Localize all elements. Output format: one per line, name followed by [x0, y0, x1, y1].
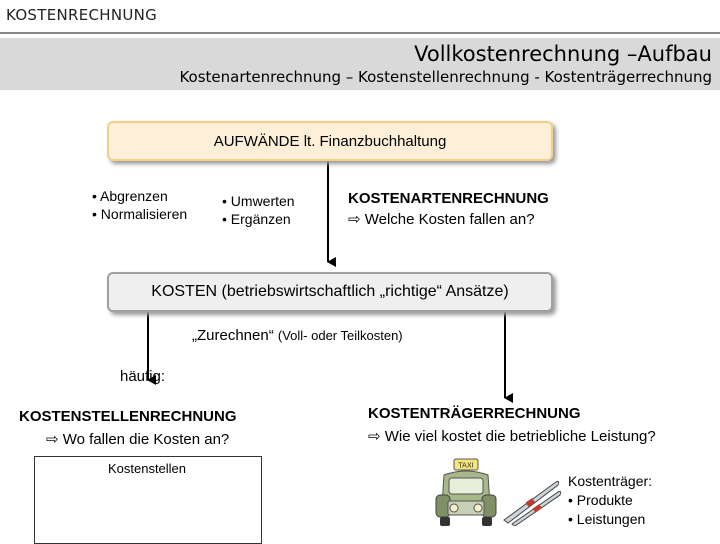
section-label: KOSTENRECHNUNG: [6, 6, 158, 24]
kostenstellen-prefix: häufig:: [120, 368, 166, 385]
header-divider: [0, 32, 720, 34]
aufwaende-box: AUFWÄNDE lt. Finanzbuchhaltung: [107, 121, 553, 161]
bullet-list-left: • Abgrenzen • Normalisieren: [92, 187, 187, 223]
kostentraeger-label: Kostenträger:: [568, 473, 653, 489]
kostentraeger-heading: KOSTENTRÄGERRECHNUNG: [368, 405, 581, 422]
kostentraeger-question-line: ⇨ Wie viel kostet die betriebliche Leist…: [368, 427, 656, 445]
title-banner: [0, 38, 720, 90]
arrow-icon: ⇨: [348, 211, 361, 228]
zurechnen-line: „Zurechnen“ (Voll- oder Teilkosten): [192, 327, 403, 344]
kostenstellen-question-line: ⇨ Wo fallen die Kosten an?: [46, 430, 229, 448]
kostenarten-question: Welche Kosten fallen an?: [364, 211, 535, 228]
kostenstellen-heading: KOSTENSTELLENRECHNUNG: [19, 408, 237, 425]
aufwaende-label: AUFWÄNDE lt. Finanzbuchhaltung: [213, 132, 447, 150]
kostenstellen-question: Wo fallen die Kosten an?: [62, 431, 230, 448]
kostenarten-heading: KOSTENARTENRECHNUNG: [348, 190, 549, 207]
arrow-icon: ⇨: [46, 431, 59, 448]
list-item-produkte: • Produkte: [568, 492, 633, 508]
bullet-abgrenzen: • Abgrenzen: [92, 188, 168, 204]
bullet-normalisieren: • Normalisieren: [92, 206, 188, 222]
kosten-box: KOSTEN (betriebswirtschaftlich „richtige…: [107, 272, 553, 312]
list-item-leistungen: • Leistungen: [568, 511, 646, 527]
skis-icon: [503, 480, 562, 526]
kostentraeger-question: Wie viel kostet die betriebliche Leistun…: [384, 428, 656, 445]
slide-title: Vollkostenrechnung –Aufbau: [414, 42, 712, 66]
kosten-label: KOSTEN (betriebswirtschaftlich „richtige…: [151, 283, 509, 300]
taxi-sign-text: TAXI: [457, 462, 473, 470]
kostenstellen-box-label: Kostenstellen: [107, 461, 187, 476]
bullet-list-right: • Umwerten • Ergänzen: [222, 192, 295, 228]
slide-subtitle: Kostenartenrechnung – Kostenstellenrechn…: [179, 68, 712, 86]
arrow-icon: ⇨: [368, 428, 381, 445]
zurechnen-note: (Voll- oder Teilkosten): [277, 328, 403, 343]
taxi-icon: TAXI: [435, 458, 497, 526]
kostentraeger-list: Kostenträger: • Produkte • Leistungen: [568, 472, 652, 529]
kostenarten-question-line: ⇨ Welche Kosten fallen an?: [348, 210, 535, 228]
bullet-ergaenzen: • Ergänzen: [222, 211, 291, 227]
zurechnen-label: „Zurechnen“: [192, 327, 274, 344]
bullet-umwerten: • Umwerten: [222, 193, 295, 209]
